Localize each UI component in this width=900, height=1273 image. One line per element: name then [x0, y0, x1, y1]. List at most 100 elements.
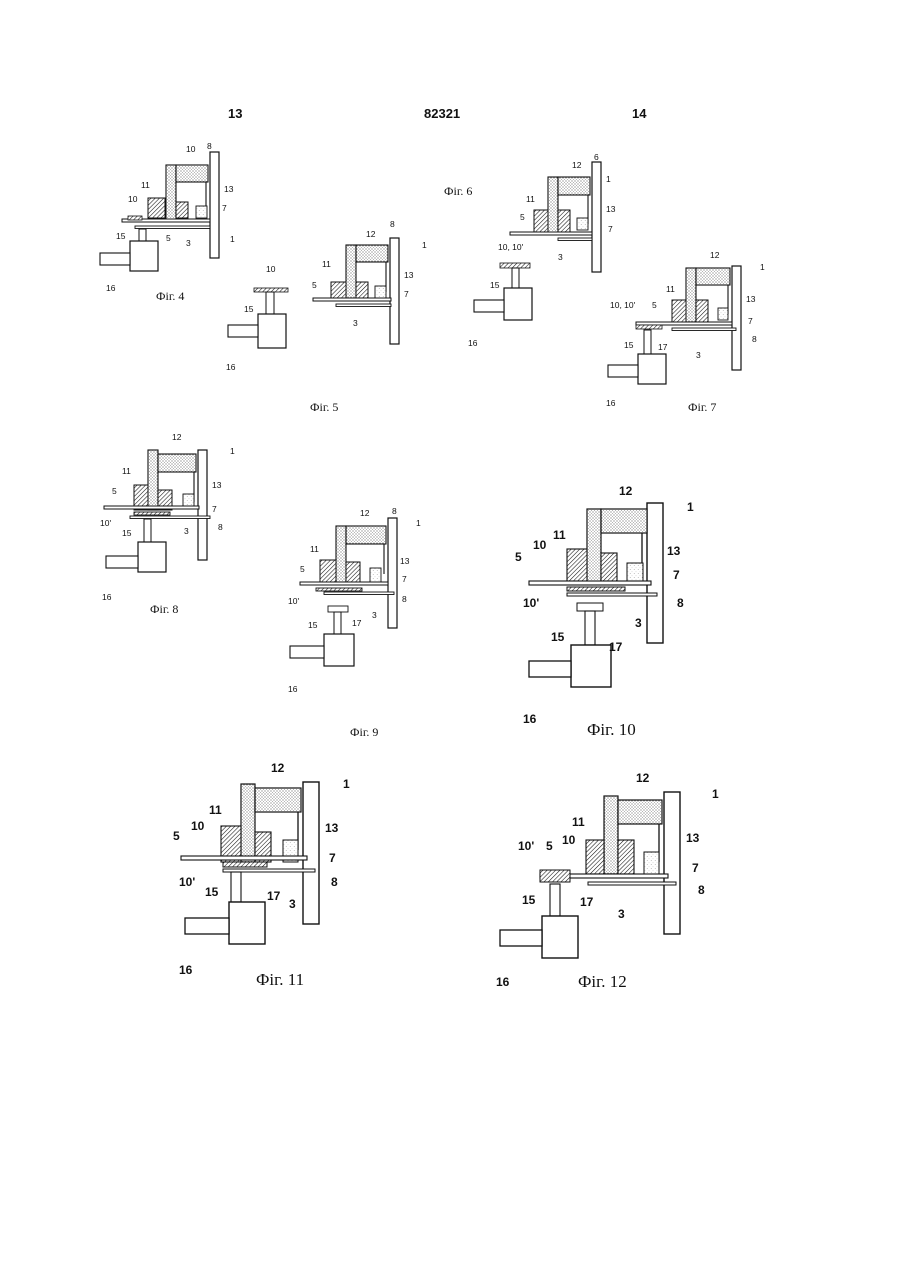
- svg-text:1: 1: [343, 777, 350, 791]
- svg-text:8: 8: [752, 334, 757, 344]
- svg-text:13: 13: [686, 831, 700, 845]
- svg-text:15: 15: [551, 630, 565, 644]
- svg-text:10': 10': [100, 518, 111, 528]
- svg-text:11: 11: [572, 815, 585, 829]
- svg-text:1: 1: [712, 787, 719, 801]
- svg-text:8: 8: [218, 522, 223, 532]
- svg-text:5: 5: [300, 564, 305, 574]
- svg-text:5: 5: [166, 233, 171, 243]
- svg-text:16: 16: [523, 712, 537, 726]
- caption-fig-8: Фіг. 8: [150, 602, 178, 617]
- svg-text:17: 17: [580, 895, 594, 909]
- figure-9: 12 8 1 11 13 5 7 10' 8 3 15 17 16: [280, 500, 440, 700]
- svg-text:11: 11: [553, 528, 566, 542]
- svg-text:16: 16: [226, 362, 236, 372]
- svg-text:1: 1: [416, 518, 421, 528]
- svg-text:15: 15: [308, 620, 318, 630]
- svg-text:12: 12: [360, 508, 370, 518]
- svg-text:13: 13: [400, 556, 410, 566]
- svg-text:13: 13: [746, 294, 756, 304]
- caption-fig-4: Фіг. 4: [156, 289, 184, 304]
- svg-text:12: 12: [271, 761, 285, 775]
- svg-text:8: 8: [207, 141, 212, 151]
- svg-text:13: 13: [212, 480, 222, 490]
- svg-text:8: 8: [390, 219, 395, 229]
- svg-text:17: 17: [658, 342, 668, 352]
- svg-text:15: 15: [624, 340, 634, 350]
- svg-text:8: 8: [677, 596, 684, 610]
- svg-text:11: 11: [141, 180, 150, 190]
- svg-text:12: 12: [710, 250, 720, 260]
- svg-text:3: 3: [635, 616, 642, 630]
- svg-text:3: 3: [289, 897, 296, 911]
- figure-7: 12 1 11 13 10, 10' 5 7 8 15 17 3 16: [598, 248, 778, 408]
- svg-text:1: 1: [760, 262, 765, 272]
- svg-text:13: 13: [606, 204, 616, 214]
- svg-text:10, 10': 10, 10': [498, 242, 524, 252]
- svg-text:11: 11: [122, 466, 131, 476]
- caption-fig-12: Фіг. 12: [578, 972, 627, 992]
- svg-text:17: 17: [609, 640, 623, 654]
- svg-text:10': 10': [179, 875, 195, 889]
- label-12: 10: [186, 144, 196, 154]
- caption-fig-10: Фіг. 10: [587, 720, 636, 740]
- svg-text:12: 12: [172, 432, 182, 442]
- svg-text:17: 17: [352, 618, 362, 628]
- svg-text:15: 15: [205, 885, 219, 899]
- svg-text:5: 5: [173, 829, 180, 843]
- svg-text:8: 8: [402, 594, 407, 604]
- svg-text:16: 16: [102, 592, 112, 602]
- svg-text:11: 11: [209, 803, 222, 817]
- svg-text:3: 3: [186, 238, 191, 248]
- svg-text:10: 10: [533, 538, 547, 552]
- svg-text:13: 13: [404, 270, 414, 280]
- svg-text:15: 15: [244, 304, 254, 314]
- caption-fig-7: Фіг. 7: [688, 400, 716, 415]
- svg-text:15: 15: [122, 528, 132, 538]
- page-number-left: 13: [228, 106, 242, 121]
- svg-text:6: 6: [594, 152, 599, 162]
- svg-text:15: 15: [490, 280, 500, 290]
- svg-text:5: 5: [652, 300, 657, 310]
- svg-text:13: 13: [667, 544, 681, 558]
- svg-text:8: 8: [392, 506, 397, 516]
- svg-text:8: 8: [698, 883, 705, 897]
- svg-text:5: 5: [312, 280, 317, 290]
- figure-5: 12 8 11 13 10 5 7 15 3 1 16: [218, 230, 428, 380]
- svg-text:3: 3: [618, 907, 625, 921]
- svg-text:12: 12: [636, 771, 650, 785]
- svg-text:10: 10: [266, 264, 276, 274]
- svg-text:16: 16: [179, 963, 193, 977]
- svg-text:10: 10: [191, 819, 205, 833]
- svg-text:10, 10': 10, 10': [610, 300, 636, 310]
- page-number-right: 14: [632, 106, 646, 121]
- svg-text:7: 7: [748, 316, 753, 326]
- svg-text:7: 7: [329, 851, 336, 865]
- svg-text:17: 17: [267, 889, 281, 903]
- svg-text:7: 7: [222, 203, 227, 213]
- svg-text:16: 16: [468, 338, 478, 348]
- svg-text:3: 3: [372, 610, 377, 620]
- caption-fig-9: Фіг. 9: [350, 725, 378, 740]
- caption-fig-11: Фіг. 11: [256, 970, 304, 990]
- svg-text:1: 1: [687, 500, 694, 514]
- svg-text:7: 7: [608, 224, 613, 234]
- svg-text:11: 11: [526, 194, 535, 204]
- svg-text:7: 7: [404, 289, 409, 299]
- svg-text:5: 5: [520, 212, 525, 222]
- svg-text:16: 16: [606, 398, 616, 408]
- svg-text:15: 15: [116, 231, 126, 241]
- svg-text:16: 16: [106, 283, 116, 293]
- svg-text:3: 3: [696, 350, 701, 360]
- svg-text:11: 11: [666, 284, 675, 294]
- svg-text:10: 10: [128, 194, 138, 204]
- caption-fig-5: Фіг. 5: [310, 400, 338, 415]
- svg-text:7: 7: [212, 504, 217, 514]
- svg-text:5: 5: [546, 839, 553, 853]
- svg-text:12: 12: [572, 160, 582, 170]
- figure-11: 12 1 11 10 13 5 7 10' 8 15 17 3 16: [165, 760, 385, 975]
- svg-text:7: 7: [402, 574, 407, 584]
- svg-text:7: 7: [673, 568, 680, 582]
- svg-text:16: 16: [288, 684, 298, 694]
- svg-text:7: 7: [692, 861, 699, 875]
